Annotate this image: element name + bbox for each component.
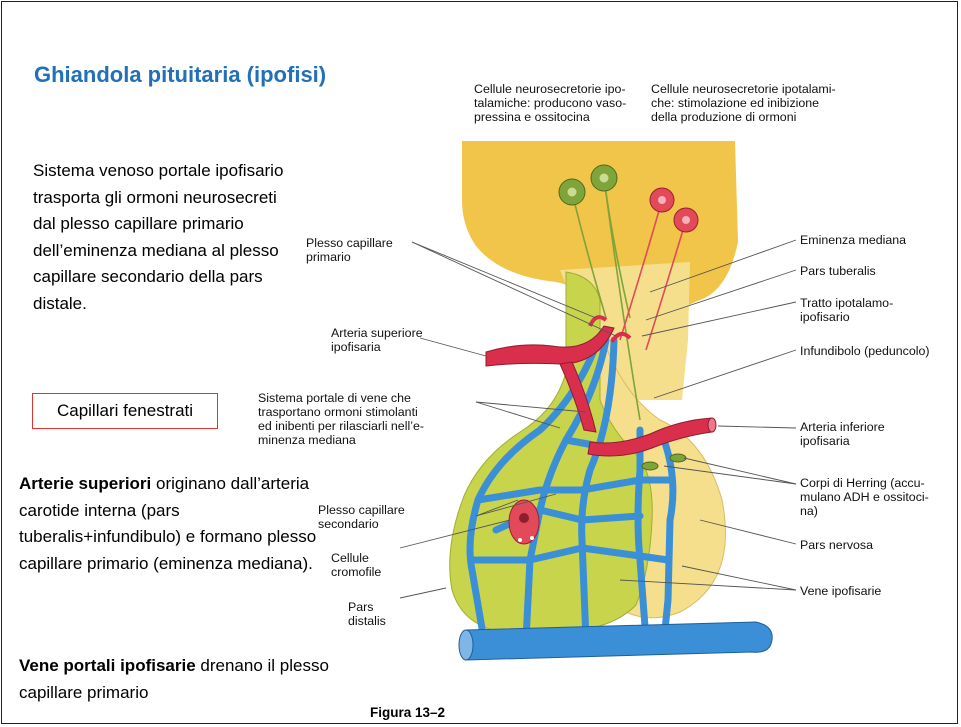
inferior-artery-end xyxy=(708,418,716,432)
red-neuron-1 xyxy=(650,188,674,212)
red-neuron-2 xyxy=(674,208,698,232)
chromophil-cell-cluster xyxy=(509,500,539,544)
label-inferior-artery: Arteria inferiore ipofisaria xyxy=(800,420,885,448)
label-portal-system: Sistema portale di vene che trasportano … xyxy=(258,391,424,447)
label-superior-artery: Arteria superiore ipofisaria xyxy=(331,326,423,354)
green-neuron-1 xyxy=(559,179,585,205)
label-pars-distalis: Pars distalis xyxy=(348,600,386,628)
label-hypophyseal-veins: Vene ipofisarie xyxy=(800,584,881,598)
vein-opening xyxy=(459,630,473,660)
label-pars-nervosa: Pars nervosa xyxy=(800,538,873,552)
label-chromophil-cells: Cellule cromofile xyxy=(331,551,381,579)
figure-caption: Figura 13–2 xyxy=(370,705,445,720)
label-neurosecretory-right: Cellule neurosecretorie ipotalami- che: … xyxy=(651,82,836,124)
label-infundibulum: Infundibolo (peduncolo) xyxy=(800,344,930,358)
green-neuron-2 xyxy=(591,165,617,191)
label-median-eminence: Eminenza mediana xyxy=(800,233,906,247)
label-tract: Tratto ipotalamo- ipofisario xyxy=(800,296,893,324)
label-secondary-plexus: Plesso capillare secondario xyxy=(318,503,405,531)
label-primary-plexus: Plesso capillare primario xyxy=(306,236,393,264)
label-herring-bodies: Corpi di Herring (accu- mulano ADH e oss… xyxy=(800,476,929,518)
label-pars-tuberalis: Pars tuberalis xyxy=(800,264,876,278)
label-neurosecretory-left: Cellule neurosecretorie ipo- talamiche: … xyxy=(474,82,626,124)
